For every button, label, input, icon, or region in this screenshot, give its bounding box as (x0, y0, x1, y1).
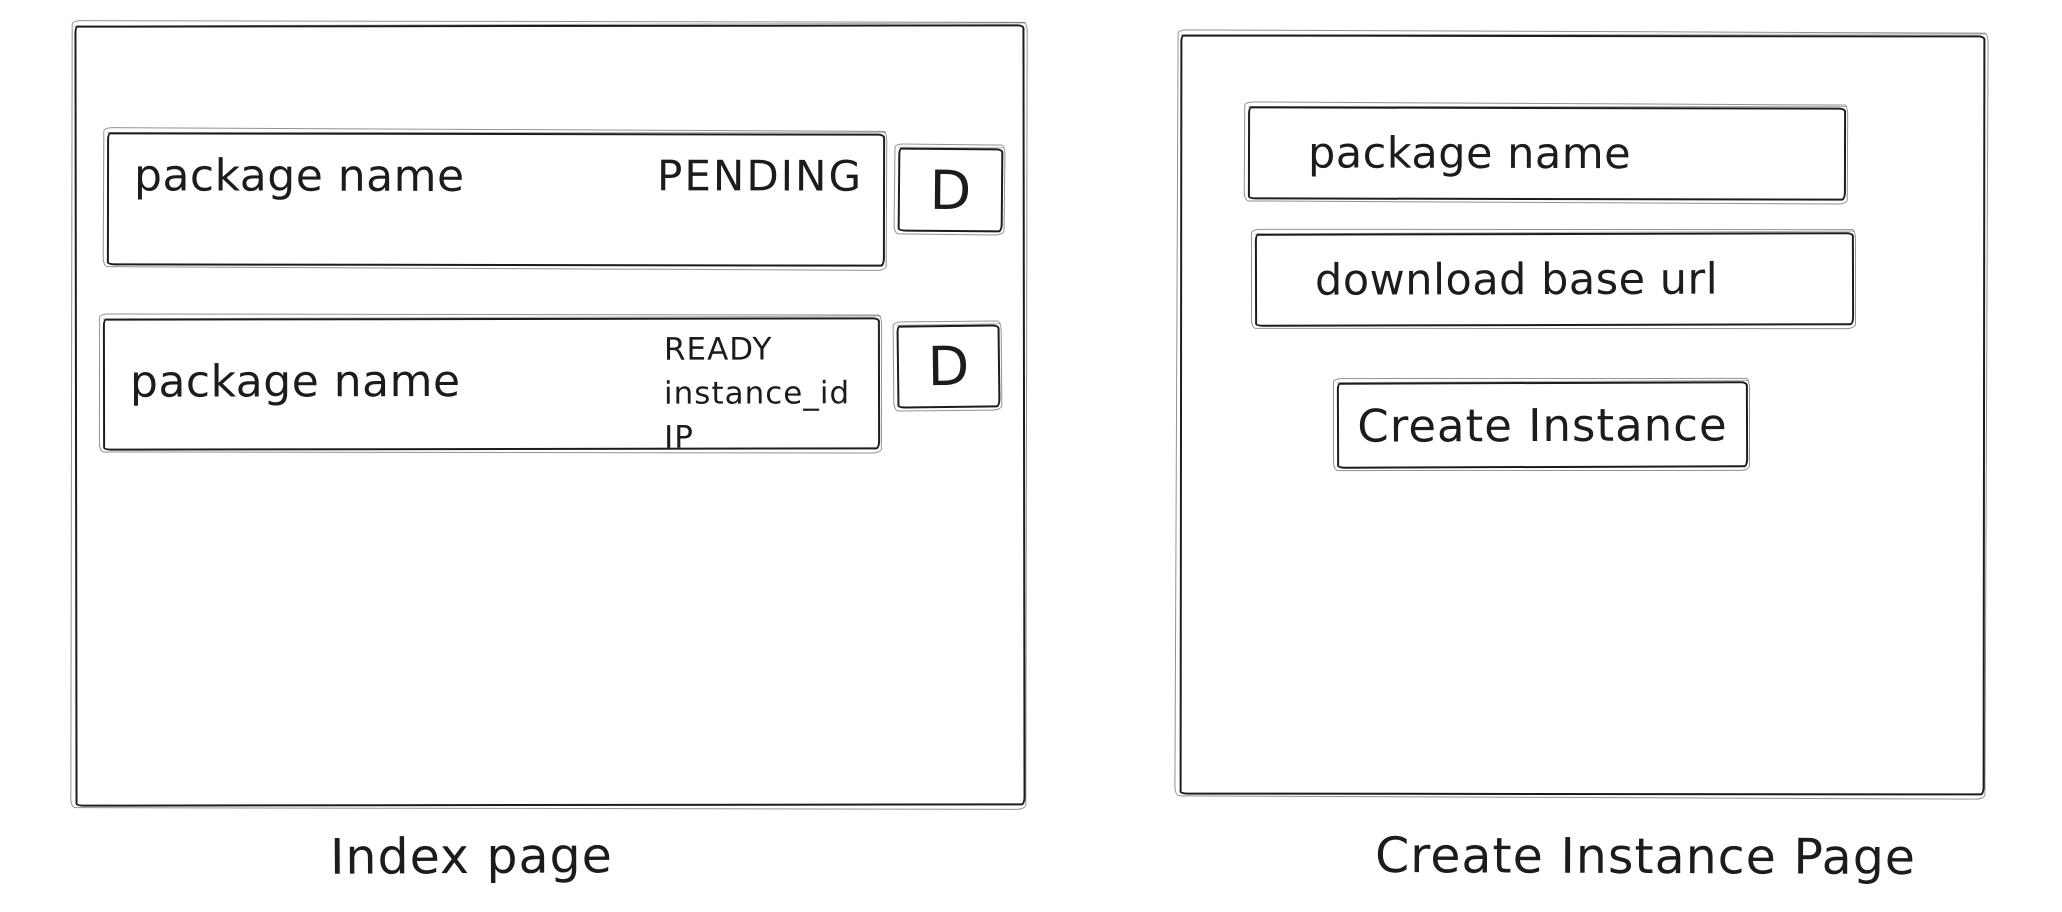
d-button-label: D (929, 158, 972, 222)
d-button[interactable]: D (896, 324, 1001, 409)
package-name-label: package name (133, 150, 465, 202)
status-badge-pending: PENDING (657, 151, 864, 201)
d-button[interactable]: D (897, 147, 1004, 233)
index-page-caption: Index page (329, 827, 614, 886)
package-row-pending[interactable]: package name PENDING (106, 132, 886, 267)
status-line-ip: IP (664, 419, 694, 456)
status-line-ready: READY (663, 331, 773, 368)
download-base-url-input[interactable] (1256, 234, 1853, 325)
status-ready-block: READY instance_id IP (664, 327, 874, 459)
package-name-label: package name (129, 356, 461, 408)
create-instance-page-caption: Create Instance Page (1374, 827, 1917, 886)
download-base-url-field-box (1254, 232, 1855, 327)
package-row-ready[interactable]: package name READY instance_id IP (102, 317, 881, 456)
status-line-instance-id: instance_id (663, 375, 851, 412)
package-name-input[interactable] (1249, 108, 1845, 199)
package-name-field-box (1247, 106, 1847, 201)
create-instance-button-label: Create Instance (1357, 397, 1728, 453)
d-button-label: D (927, 334, 970, 399)
create-instance-button[interactable]: Create Instance (1336, 381, 1749, 469)
